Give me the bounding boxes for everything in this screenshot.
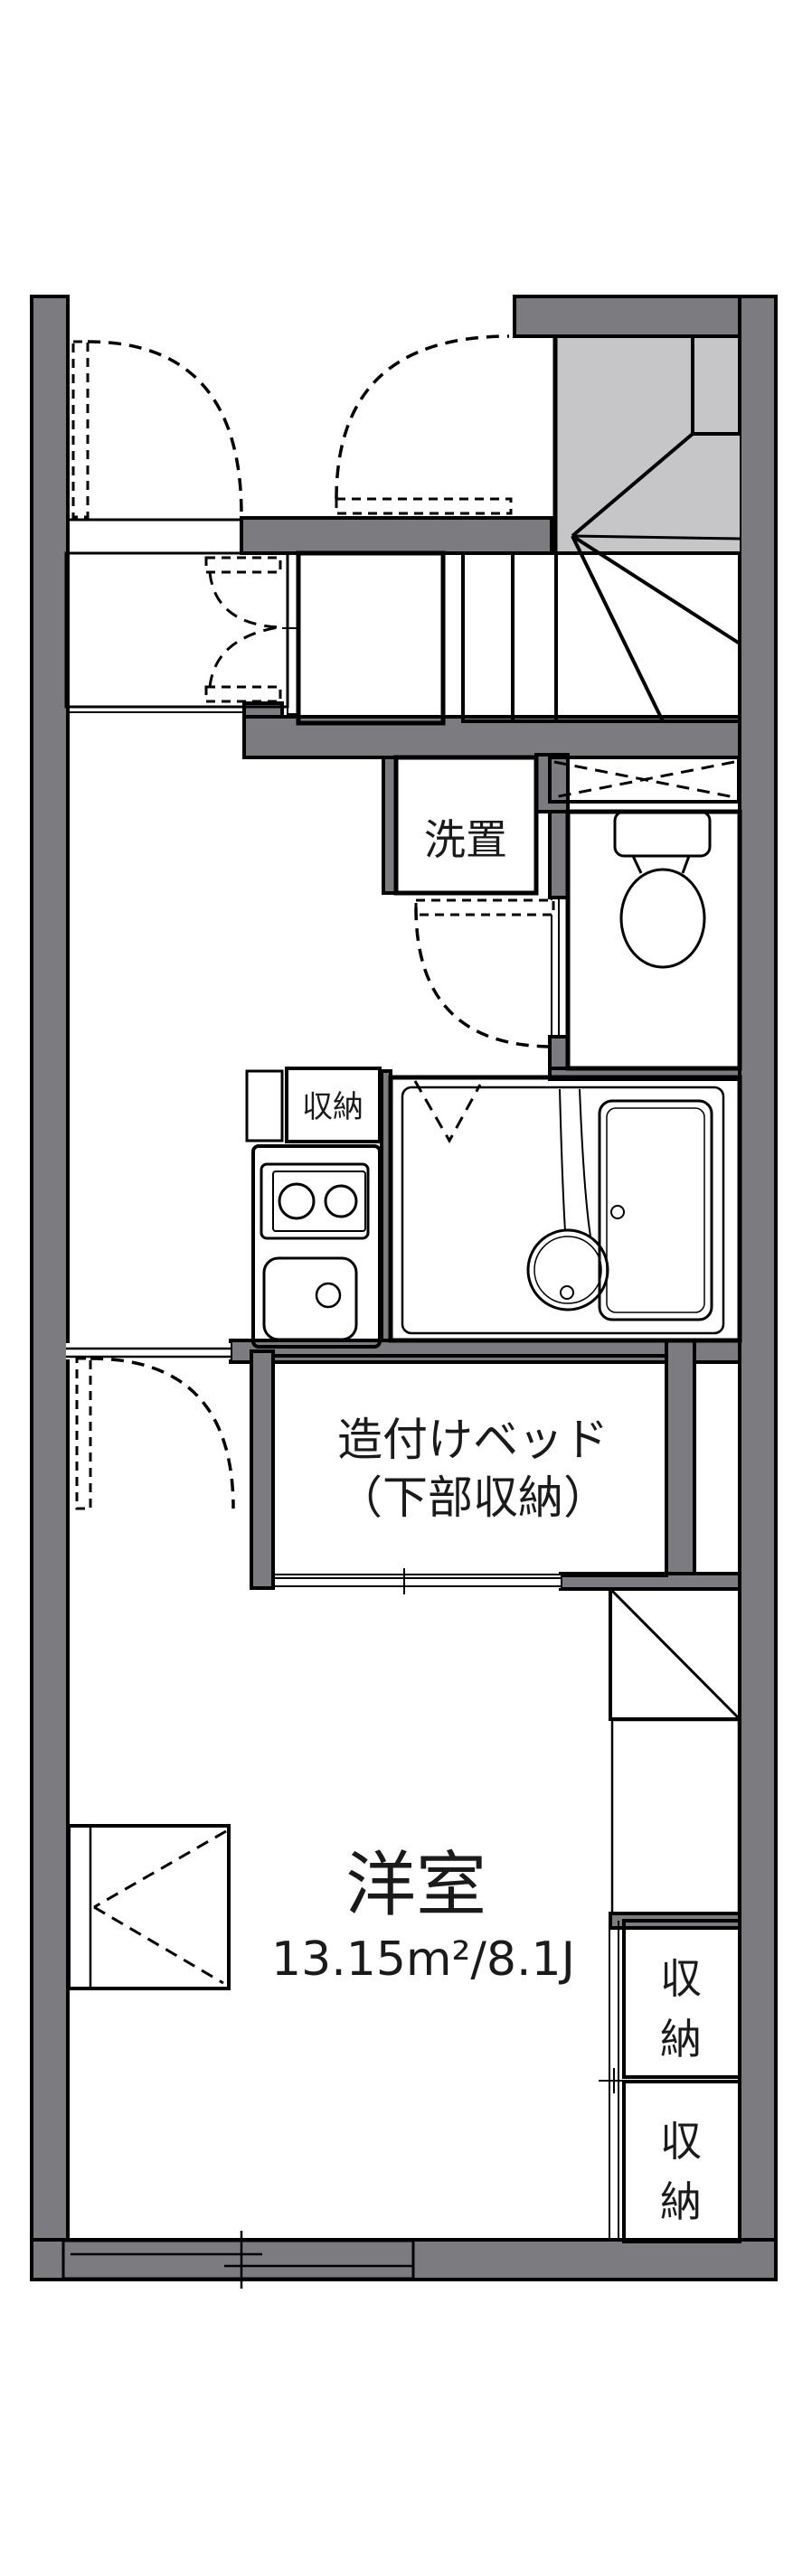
stair-winder-line-3 (571, 534, 741, 645)
bed-label-line1: 造付けベッド (337, 1414, 609, 1466)
toilet-bowl (619, 868, 706, 969)
bath-counter-line-1 (559, 1088, 566, 1232)
toilet-door-panel (551, 897, 560, 1038)
refrigerator-diagonal (609, 1587, 741, 1721)
bed-right-wall (665, 1339, 696, 1591)
closet-door-arc-bottom (208, 625, 279, 688)
hall-door-leaf (335, 497, 513, 515)
kitchen-unit (251, 1144, 382, 1349)
bath-basin-inner (533, 1236, 602, 1304)
bottom-window (61, 2231, 415, 2289)
upper-cabinet-cross-2 (553, 760, 735, 799)
window-frame (61, 2239, 415, 2280)
hall-door-swing-arc (335, 334, 510, 500)
stair-winder-line-2 (571, 534, 741, 541)
bath-floor-pan (401, 1086, 725, 1335)
staircase (461, 334, 741, 723)
washer-label: 洗置 (424, 815, 507, 864)
upper-cabinet-box (548, 756, 741, 804)
storage-upper-char2: 納 (660, 2015, 702, 2064)
entry-closet (64, 551, 299, 715)
corridor-opening (66, 1343, 231, 1359)
bath-basin-drain (560, 1285, 574, 1300)
pipe-space-box (245, 1069, 284, 1142)
toilet-seat-line-left (631, 855, 643, 874)
toilet-left-wall-upper (548, 810, 570, 899)
bathtub-drain (610, 1205, 625, 1219)
stove-burner-right (324, 1184, 358, 1218)
entry-door-swing-arc (87, 340, 243, 516)
bedroom-door-arc (90, 1357, 235, 1509)
washroom-door-leaf (414, 898, 555, 917)
toilet-seat-line-right (681, 855, 691, 874)
stair-landing-notch (691, 334, 741, 436)
washer-room (393, 755, 539, 896)
storage-upper-box (622, 1919, 741, 2079)
bedroom-door-leaf (75, 1357, 92, 1510)
stair-winder-line-4 (571, 535, 665, 722)
bath-counter-line-2 (579, 1088, 591, 1237)
built-in-bed: 造付けベッド （下部収納） (66, 1343, 668, 1594)
hall-genkan-wall (240, 516, 553, 555)
sink-drain (315, 1282, 342, 1309)
bathroom (388, 1075, 742, 1343)
bath-basin-outer (526, 1228, 609, 1312)
closet-door-arc-top (208, 571, 279, 629)
closet-room (64, 551, 289, 709)
kitchen-storage-label: 収納 (302, 1089, 364, 1125)
stove-burner-left (278, 1182, 316, 1220)
storage-lower-box (622, 2080, 741, 2243)
right-outer-wall (738, 295, 778, 2281)
entry-hall (66, 334, 513, 522)
storage-lower-char1: 収 (660, 2117, 702, 2166)
top-wall-block (513, 295, 778, 338)
washroom-door-arc (414, 907, 554, 1048)
western-room: 洋室 13.15m²/8.1J (67, 1824, 575, 1990)
left-outer-wall (30, 295, 70, 2281)
bay-window-box (67, 1824, 231, 1990)
bathtub-outer (598, 1099, 713, 1321)
stove-outer (260, 1162, 370, 1240)
closet-door-leaf-top (204, 556, 282, 574)
bed-label-line2: （下部収納） (337, 1471, 609, 1524)
stair-lower-area (461, 551, 741, 723)
western-room-area: 13.15m²/8.1J (271, 1932, 575, 1987)
bottom-outer-wall (30, 2238, 778, 2281)
stair-winder-line-1 (571, 432, 694, 538)
bath-bed-wall (229, 1339, 741, 1364)
genkan-floor (296, 550, 446, 726)
toilet-room (565, 809, 742, 1071)
bay-window-dash-1 (93, 1829, 227, 1909)
fixture-column (609, 1587, 741, 1915)
sanitary-zone: 洗置 (393, 755, 742, 1071)
storage-stack: 収 納 収 納 (599, 1919, 741, 2243)
storage-upper-char1: 収 (660, 1954, 702, 2003)
entry-door-leaf (71, 340, 90, 519)
bath-room (388, 1075, 742, 1343)
bed-left-wall (250, 1349, 275, 1590)
bay-window-dash-2 (93, 1905, 224, 1985)
kitchen-zone: 収納 (245, 1067, 382, 1349)
western-room-label: 洋室 (345, 1845, 486, 1926)
fixture-recess (610, 1718, 741, 1915)
toilet-tank (613, 810, 712, 858)
bathtub-inner (606, 1107, 705, 1313)
kitchen-storage-box (285, 1067, 382, 1143)
stair-upper-area (555, 334, 740, 553)
bath-folding-door (413, 1080, 482, 1144)
kitchen-sink (262, 1256, 358, 1341)
storage-lower-char2: 納 (660, 2177, 702, 2226)
closet-door-leaf-bottom (204, 685, 282, 703)
stove-inner (272, 1170, 366, 1232)
